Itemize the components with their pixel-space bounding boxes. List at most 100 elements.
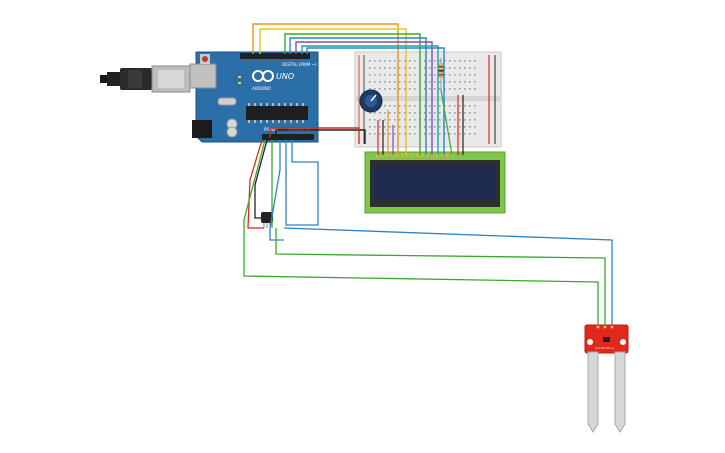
breadboard-hole <box>429 81 431 83</box>
breadboard-hole <box>449 88 451 90</box>
breadboard-hole <box>474 81 476 83</box>
breadboard-hole <box>369 133 371 135</box>
breadboard-hole <box>379 60 381 62</box>
breadboard-hole <box>424 74 426 76</box>
breadboard-hole <box>414 81 416 83</box>
breadboard-hole <box>474 88 476 90</box>
breadboard-hole <box>369 60 371 62</box>
breadboard-hole <box>399 119 401 121</box>
breadboard-hole <box>434 105 436 107</box>
breadboard-hole <box>389 133 391 135</box>
wire-blue-2 <box>306 47 445 155</box>
wires-power <box>269 127 366 144</box>
breadboard-hole <box>444 119 446 121</box>
breadboard-hole <box>429 119 431 121</box>
wire-red-tmp <box>247 139 264 229</box>
breadboard-hole <box>454 105 456 107</box>
breadboard-hole <box>434 119 436 121</box>
soil-moisture-sensor[interactable]: Soil Moisture <box>584 324 629 433</box>
breadboard-hole <box>394 119 396 121</box>
breadboard-hole <box>424 119 426 121</box>
breadboard-hole <box>459 88 461 90</box>
wire-purple <box>295 41 433 155</box>
breadboard-hole <box>424 81 426 83</box>
breadboard-hole <box>434 81 436 83</box>
lcd-pin <box>381 153 384 157</box>
breadboard-hole <box>409 119 411 121</box>
breadboard-hole <box>439 105 441 107</box>
breadboard-hole <box>429 67 431 69</box>
breadboard-hole <box>424 112 426 114</box>
breadboard-hole <box>384 119 386 121</box>
breadboard-hole <box>444 81 446 83</box>
breadboard-hole <box>474 67 476 69</box>
breadboard-hole <box>384 74 386 76</box>
lcd-pin <box>446 153 449 157</box>
breadboard-hole <box>449 105 451 107</box>
breadboard-hole <box>474 126 476 128</box>
breadboard-hole <box>449 67 451 69</box>
breadboard-hole <box>409 112 411 114</box>
breadboard-hole <box>384 133 386 135</box>
breadboard-hole <box>464 60 466 62</box>
lcd-pin <box>416 153 419 157</box>
lcd-pin <box>406 153 409 157</box>
breadboard-hole <box>414 119 416 121</box>
breadboard-hole <box>404 67 406 69</box>
breadboard-hole <box>389 60 391 62</box>
breadboard-hole <box>459 74 461 76</box>
breadboard-hole <box>464 112 466 114</box>
lcd-display <box>364 151 506 214</box>
wire-yellow <box>259 28 407 155</box>
potentiometer-icon[interactable] <box>359 89 383 113</box>
breadboard-hole <box>429 126 431 128</box>
breadboard-hole <box>369 88 371 90</box>
breadboard-hole <box>454 60 456 62</box>
breadboard-hole <box>369 81 371 83</box>
breadboard-hole <box>414 112 416 114</box>
breadboard-hole <box>424 88 426 90</box>
breadboard-hole <box>379 88 381 90</box>
breadboard-hole <box>429 74 431 76</box>
breadboard-hole <box>464 74 466 76</box>
breadboard-hole <box>469 67 471 69</box>
breadboard-hole <box>429 60 431 62</box>
breadboard-hole <box>414 133 416 135</box>
lcd-pin <box>411 153 414 157</box>
breadboard-hole <box>414 67 416 69</box>
breadboard-hole <box>384 112 386 114</box>
wire-blue-top <box>289 37 427 155</box>
breadboard-hole <box>454 88 456 90</box>
breadboard-hole <box>464 126 466 128</box>
breadboard-hole <box>374 119 376 121</box>
resistor[interactable] <box>438 58 444 90</box>
wires-lcd <box>377 89 464 156</box>
breadboard-hole <box>429 112 431 114</box>
breadboard-hole <box>444 105 446 107</box>
arduino-uno-board[interactable]: UNO ARDUINO DIGITAL (PWM ~) ANALOG IN PO… <box>189 51 319 143</box>
breadboard-hole <box>459 112 461 114</box>
breadboard-hole <box>374 133 376 135</box>
breadboard-hole <box>394 88 396 90</box>
lcd-pin <box>386 153 389 157</box>
breadboard-hole <box>454 74 456 76</box>
breadboard-hole <box>444 74 446 76</box>
breadboard-hole <box>374 126 376 128</box>
breadboard-hole <box>444 60 446 62</box>
breadboard-hole <box>399 60 401 62</box>
breadboard-hole <box>409 88 411 90</box>
lcd-pin <box>401 153 404 157</box>
breadboard-hole <box>439 126 441 128</box>
breadboard-hole <box>454 133 456 135</box>
breadboard-hole <box>399 112 401 114</box>
wires-top <box>252 23 445 155</box>
lcd-pin <box>391 153 394 157</box>
wire-red-5v <box>269 127 360 144</box>
wire-black-tmp <box>254 139 268 219</box>
breadboard-hole <box>379 81 381 83</box>
lcd-pin <box>436 153 439 157</box>
breadboard-hole <box>379 133 381 135</box>
breadboard-hole <box>389 74 391 76</box>
breadboard-hole <box>404 119 406 121</box>
breadboard-hole <box>404 74 406 76</box>
